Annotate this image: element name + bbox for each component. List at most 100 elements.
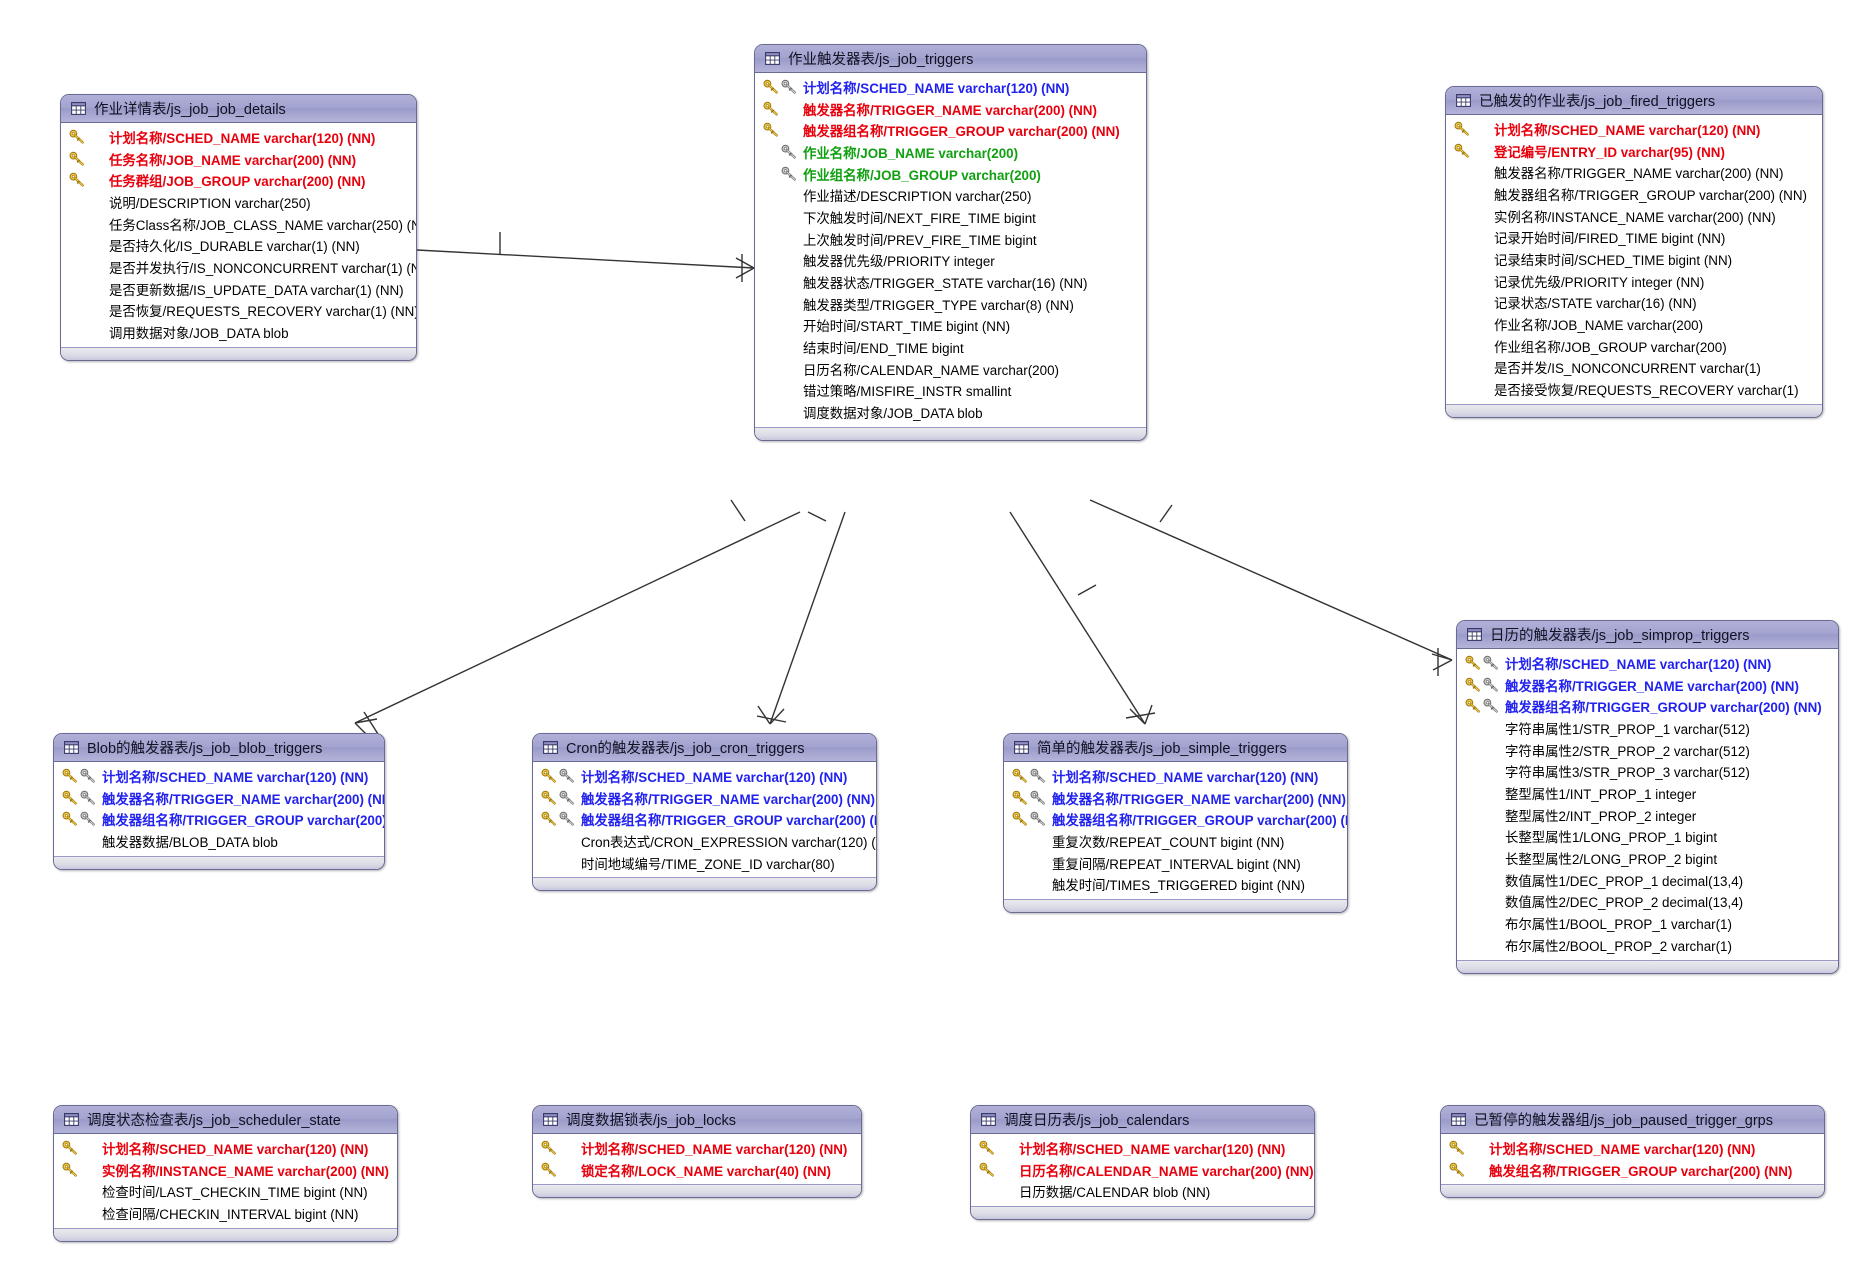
attribute-row[interactable]: 计划名称/SCHED_NAME varchar(120) (NN) (533, 1137, 861, 1159)
entity-paused_trigger_grps[interactable]: 已暂停的触发器组/js_job_paused_trigger_grps 计划名称/… (1440, 1105, 1825, 1199)
attribute-row[interactable]: 检查间隔/CHECKIN_INTERVAL bigint (NN) (54, 1202, 397, 1224)
attribute-row[interactable]: 任务群组/JOB_GROUP varchar(200) (NN) (61, 169, 416, 191)
attribute-row[interactable]: 说明/DESCRIPTION varchar(250) (61, 191, 416, 213)
attribute-row[interactable]: 日历数据/CALENDAR blob (NN) (971, 1180, 1314, 1202)
attribute-row[interactable]: 触发器名称/TRIGGER_NAME varchar(200) (NN) (1457, 674, 1838, 696)
attribute-row[interactable]: 长整型属性1/LONG_PROP_1 bigint (1457, 826, 1838, 848)
attribute-row[interactable]: 上次触发时间/PREV_FIRE_TIME bigint (755, 228, 1146, 250)
entity-calendars[interactable]: 调度日历表/js_job_calendars 计划名称/SCHED_NAME va… (970, 1105, 1315, 1221)
attribute-row[interactable]: 触发器类型/TRIGGER_TYPE varchar(8) (NN) (755, 293, 1146, 315)
attribute-row[interactable]: 作业描述/DESCRIPTION varchar(250) (755, 184, 1146, 206)
attribute-row[interactable]: 结束时间/END_TIME bigint (755, 336, 1146, 358)
attribute-row[interactable]: 计划名称/SCHED_NAME varchar(120) (NN) (1457, 652, 1838, 674)
attribute-row[interactable]: 触发器名称/TRIGGER_NAME varchar(200) (NN) (755, 98, 1146, 120)
entity-simprop_triggers[interactable]: 日历的触发器表/js_job_simprop_triggers 计划名称/SCHE… (1456, 620, 1839, 974)
entity-header-blob_triggers[interactable]: Blob的触发器表/js_job_blob_triggers (54, 734, 384, 762)
attribute-row[interactable]: 计划名称/SCHED_NAME varchar(120) (NN) (54, 1137, 397, 1159)
attribute-row[interactable]: 计划名称/SCHED_NAME varchar(120) (NN) (1446, 118, 1822, 140)
attribute-row[interactable]: 下次触发时间/NEXT_FIRE_TIME bigint (755, 206, 1146, 228)
attribute-row[interactable]: 记录状态/STATE varchar(16) (NN) (1446, 292, 1822, 314)
attribute-row[interactable]: 计划名称/SCHED_NAME varchar(120) (NN) (755, 76, 1146, 98)
attribute-row[interactable]: 实例名称/INSTANCE_NAME varchar(200) (NN) (1446, 205, 1822, 227)
attribute-row[interactable]: 日历名称/CALENDAR_NAME varchar(200) (NN) (971, 1159, 1314, 1181)
attribute-row[interactable]: 是否并发执行/IS_NONCONCURRENT varchar(1) (NN) (61, 256, 416, 278)
attribute-row[interactable]: 触发器数据/BLOB_DATA blob (54, 830, 384, 852)
attribute-row[interactable]: 作业名称/JOB_NAME varchar(200) (1446, 313, 1822, 335)
entity-header-scheduler_state[interactable]: 调度状态检查表/js_job_scheduler_state (54, 1106, 397, 1134)
attribute-row[interactable]: 布尔属性1/BOOL_PROP_1 varchar(1) (1457, 912, 1838, 934)
entity-header-simprop_triggers[interactable]: 日历的触发器表/js_job_simprop_triggers (1457, 621, 1838, 649)
attribute-row[interactable]: 检查时间/LAST_CHECKIN_TIME bigint (NN) (54, 1180, 397, 1202)
attribute-row[interactable]: 触发组名称/TRIGGER_GROUP varchar(200) (NN) (1441, 1159, 1824, 1181)
attribute-row[interactable]: 记录结束时间/SCHED_TIME bigint (NN) (1446, 248, 1822, 270)
attribute-row[interactable]: 字符串属性3/STR_PROP_3 varchar(512) (1457, 760, 1838, 782)
entity-header-job_details[interactable]: 作业详情表/js_job_job_details (61, 95, 416, 123)
attribute-row[interactable]: 计划名称/SCHED_NAME varchar(120) (NN) (1441, 1137, 1824, 1159)
attribute-row[interactable]: 触发器优先级/PRIORITY integer (755, 250, 1146, 272)
attribute-row[interactable]: 调度数据对象/JOB_DATA blob (755, 401, 1146, 423)
attribute-row[interactable]: 触发器组名称/TRIGGER_GROUP varchar(200) (NN) (54, 808, 384, 830)
attribute-row[interactable]: 整型属性2/INT_PROP_2 integer (1457, 804, 1838, 826)
entity-scheduler_state[interactable]: 调度状态检查表/js_job_scheduler_state 计划名称/SCHED… (53, 1105, 398, 1242)
attribute-row[interactable]: 数值属性1/DEC_PROP_1 decimal(13,4) (1457, 869, 1838, 891)
attribute-row[interactable]: 计划名称/SCHED_NAME varchar(120) (NN) (971, 1137, 1314, 1159)
attribute-row[interactable]: 计划名称/SCHED_NAME varchar(120) (NN) (533, 765, 876, 787)
entity-simple_triggers[interactable]: 简单的触发器表/js_job_simple_triggers 计划名称/SCHED… (1003, 733, 1348, 914)
attribute-row[interactable]: 计划名称/SCHED_NAME varchar(120) (NN) (61, 126, 416, 148)
attribute-row[interactable]: 是否持久化/IS_DURABLE varchar(1) (NN) (61, 234, 416, 256)
attribute-row[interactable]: 触发器组名称/TRIGGER_GROUP varchar(200) (NN) (533, 808, 876, 830)
entity-cron_triggers[interactable]: Cron的触发器表/js_job_cron_triggers 计划名称/SCHED… (532, 733, 877, 892)
attribute-row[interactable]: 锁定名称/LOCK_NAME varchar(40) (NN) (533, 1159, 861, 1181)
attribute-row[interactable]: 计划名称/SCHED_NAME varchar(120) (NN) (1004, 765, 1347, 787)
attribute-row[interactable]: 数值属性2/DEC_PROP_2 decimal(13,4) (1457, 891, 1838, 913)
entity-header-calendars[interactable]: 调度日历表/js_job_calendars (971, 1106, 1314, 1134)
attribute-row[interactable]: 触发器名称/TRIGGER_NAME varchar(200) (NN) (1004, 787, 1347, 809)
attribute-row[interactable]: 开始时间/START_TIME bigint (NN) (755, 315, 1146, 337)
attribute-row[interactable]: 重复间隔/REPEAT_INTERVAL bigint (NN) (1004, 852, 1347, 874)
attribute-row[interactable]: 触发器组名称/TRIGGER_GROUP varchar(200) (NN) (1004, 808, 1347, 830)
attribute-row[interactable]: 登记编号/ENTRY_ID varchar(95) (NN) (1446, 140, 1822, 162)
attribute-row[interactable]: 字符串属性1/STR_PROP_1 varchar(512) (1457, 717, 1838, 739)
attribute-row[interactable]: 任务Class名称/JOB_CLASS_NAME varchar(250) (N… (61, 213, 416, 235)
attribute-row[interactable]: 布尔属性2/BOOL_PROP_2 varchar(1) (1457, 934, 1838, 956)
attribute-row[interactable]: 时间地域编号/TIME_ZONE_ID varchar(80) (533, 852, 876, 874)
attribute-row[interactable]: 记录优先级/PRIORITY integer (NN) (1446, 270, 1822, 292)
entity-header-paused_trigger_grps[interactable]: 已暂停的触发器组/js_job_paused_trigger_grps (1441, 1106, 1824, 1134)
attribute-row[interactable]: 任务名称/JOB_NAME varchar(200) (NN) (61, 148, 416, 170)
attribute-row[interactable]: 作业组名称/JOB_GROUP varchar(200) (1446, 335, 1822, 357)
entity-fired_triggers[interactable]: 已触发的作业表/js_job_fired_triggers 计划名称/SCHED_… (1445, 86, 1823, 418)
entity-job_triggers[interactable]: 作业触发器表/js_job_triggers 计划名称/SCHED_NAME va… (754, 44, 1147, 441)
attribute-row[interactable]: 实例名称/INSTANCE_NAME varchar(200) (NN) (54, 1159, 397, 1181)
attribute-row[interactable]: 调用数据对象/JOB_DATA blob (61, 321, 416, 343)
entity-blob_triggers[interactable]: Blob的触发器表/js_job_blob_triggers 计划名称/SCHED… (53, 733, 385, 870)
attribute-row[interactable]: 记录开始时间/FIRED_TIME bigint (NN) (1446, 226, 1822, 248)
entity-header-job_triggers[interactable]: 作业触发器表/js_job_triggers (755, 45, 1146, 73)
attribute-row[interactable]: 是否恢复/REQUESTS_RECOVERY varchar(1) (NN) (61, 300, 416, 322)
attribute-row[interactable]: 触发器组名称/TRIGGER_GROUP varchar(200) (NN) (755, 119, 1146, 141)
attribute-row[interactable]: 是否更新数据/IS_UPDATE_DATA varchar(1) (NN) (61, 278, 416, 300)
attribute-row[interactable]: 错过策略/MISFIRE_INSTR smallint (755, 380, 1146, 402)
attribute-row[interactable]: 触发器名称/TRIGGER_NAME varchar(200) (NN) (1446, 161, 1822, 183)
attribute-row[interactable]: 字符串属性2/STR_PROP_2 varchar(512) (1457, 739, 1838, 761)
attribute-row[interactable]: 重复次数/REPEAT_COUNT bigint (NN) (1004, 830, 1347, 852)
attribute-row[interactable]: 触发器组名称/TRIGGER_GROUP varchar(200) (NN) (1446, 183, 1822, 205)
entity-header-cron_triggers[interactable]: Cron的触发器表/js_job_cron_triggers (533, 734, 876, 762)
entity-header-simple_triggers[interactable]: 简单的触发器表/js_job_simple_triggers (1004, 734, 1347, 762)
attribute-row[interactable]: 计划名称/SCHED_NAME varchar(120) (NN) (54, 765, 384, 787)
attribute-row[interactable]: 作业组名称/JOB_GROUP varchar(200) (755, 163, 1146, 185)
attribute-row[interactable]: 触发时间/TIMES_TRIGGERED bigint (NN) (1004, 873, 1347, 895)
entity-job_details[interactable]: 作业详情表/js_job_job_details 计划名称/SCHED_NAME … (60, 94, 417, 361)
entity-locks[interactable]: 调度数据锁表/js_job_locks 计划名称/SCHED_NAME varch… (532, 1105, 862, 1199)
attribute-row[interactable]: 触发器名称/TRIGGER_NAME varchar(200) (NN) (533, 787, 876, 809)
attribute-row[interactable]: 作业名称/JOB_NAME varchar(200) (755, 141, 1146, 163)
entity-header-locks[interactable]: 调度数据锁表/js_job_locks (533, 1106, 861, 1134)
attribute-row[interactable]: 是否接受恢复/REQUESTS_RECOVERY varchar(1) (1446, 378, 1822, 400)
attribute-row[interactable]: 日历名称/CALENDAR_NAME varchar(200) (755, 358, 1146, 380)
attribute-row[interactable]: Cron表达式/CRON_EXPRESSION varchar(120) (NN… (533, 830, 876, 852)
attribute-row[interactable]: 触发器名称/TRIGGER_NAME varchar(200) (NN) (54, 787, 384, 809)
attribute-row[interactable]: 长整型属性2/LONG_PROP_2 bigint (1457, 847, 1838, 869)
attribute-row[interactable]: 整型属性1/INT_PROP_1 integer (1457, 782, 1838, 804)
attribute-row[interactable]: 触发器状态/TRIGGER_STATE varchar(16) (NN) (755, 271, 1146, 293)
attribute-row[interactable]: 触发器组名称/TRIGGER_GROUP varchar(200) (NN) (1457, 695, 1838, 717)
entity-header-fired_triggers[interactable]: 已触发的作业表/js_job_fired_triggers (1446, 87, 1822, 115)
